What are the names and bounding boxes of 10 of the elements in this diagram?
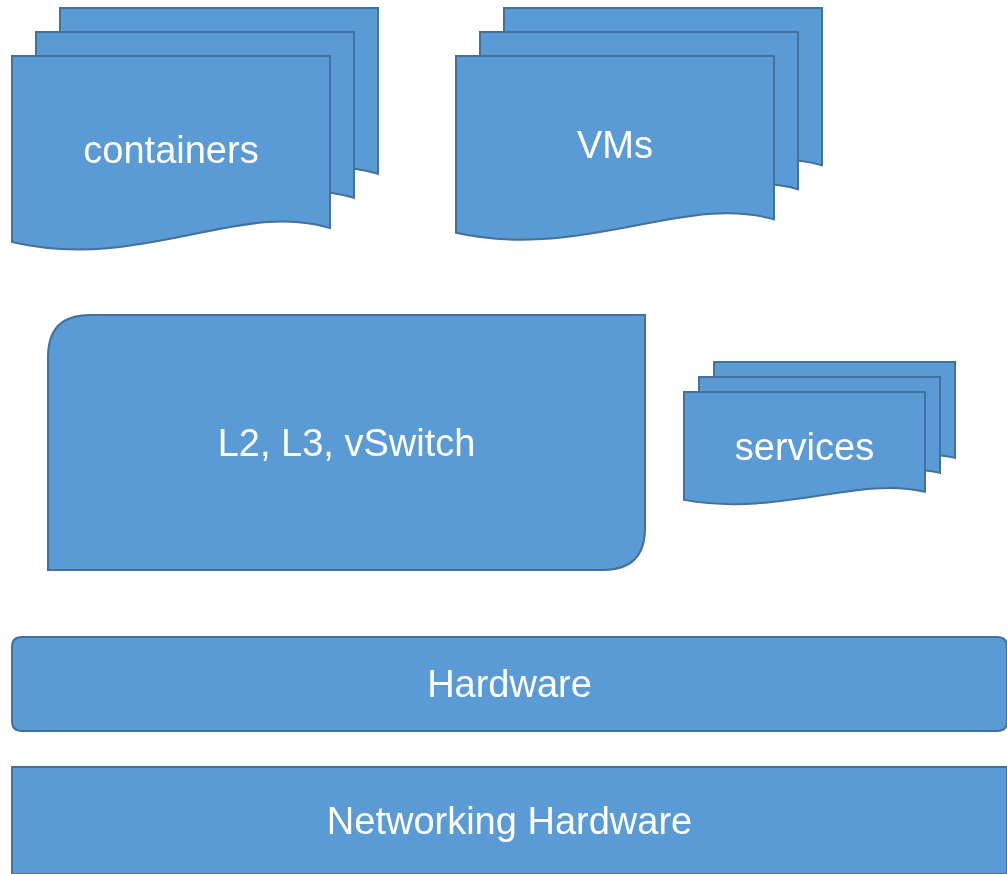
- layer-label: services: [734, 425, 875, 468]
- layer-label: containers: [83, 128, 259, 172]
- layer-label: Networking Hardware: [326, 799, 693, 842]
- layer-label: VMs: [577, 123, 653, 167]
- layer-label: L2, L3, vSwitch: [217, 421, 476, 464]
- layer-label: Hardware: [427, 662, 592, 706]
- document-stack: [684, 362, 955, 508]
- layer-bar: [12, 637, 1007, 731]
- rounded-panel: [48, 315, 645, 570]
- layer-bar: [12, 767, 1007, 874]
